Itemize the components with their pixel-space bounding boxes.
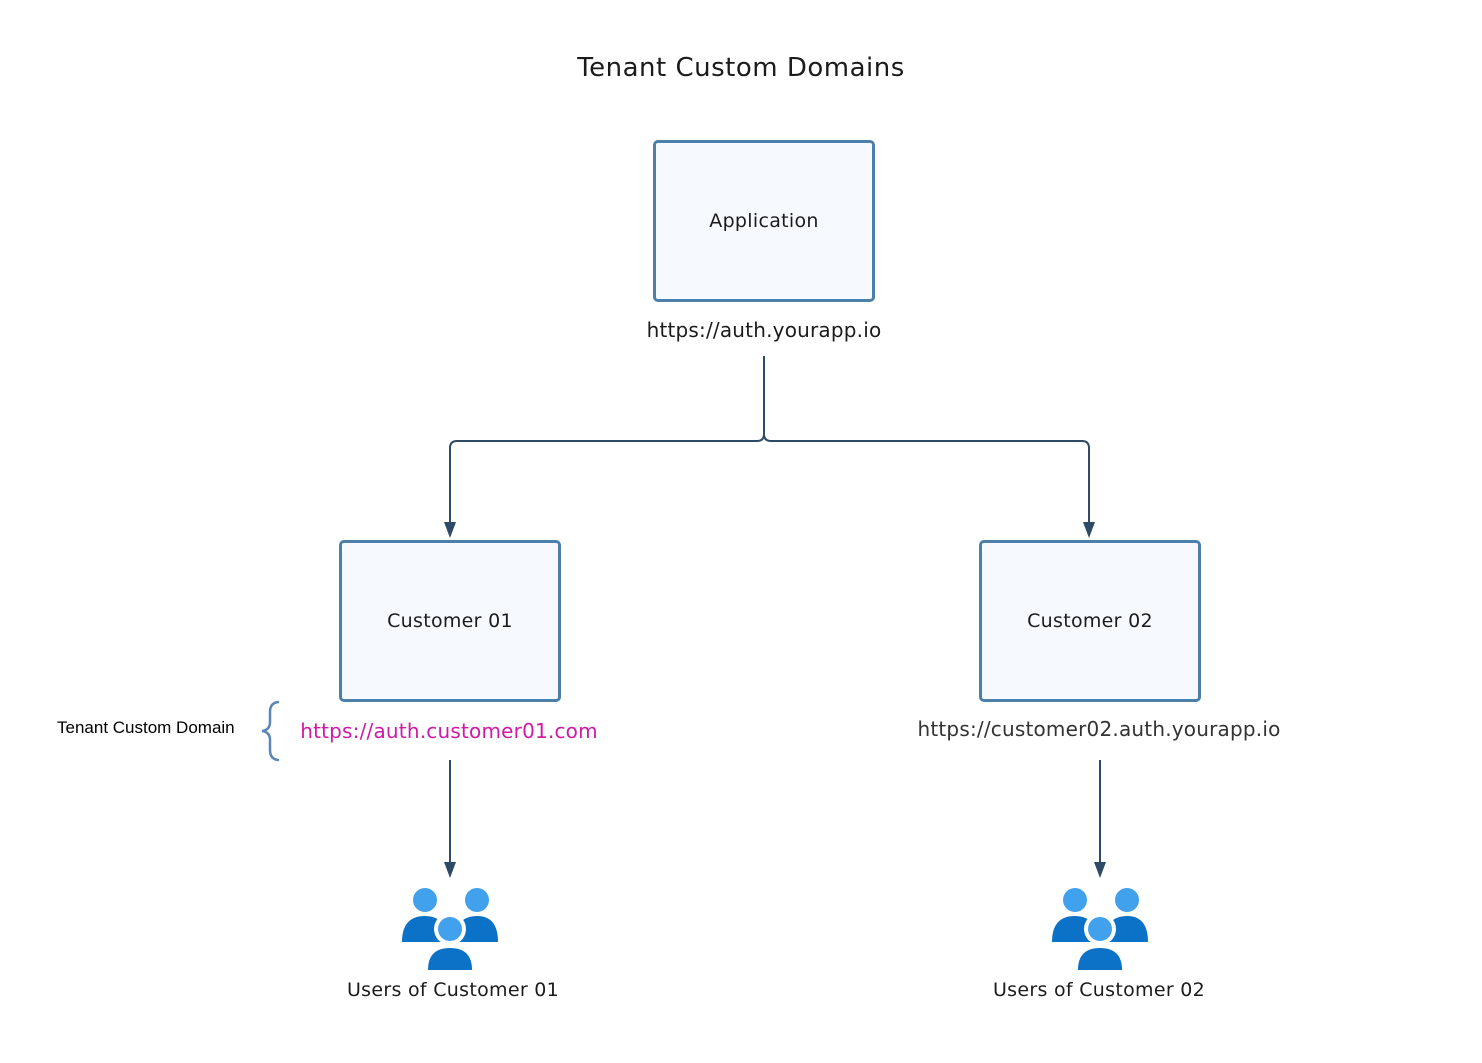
application-node[interactable]: Application [653,140,875,302]
users-customer02-label: Users of Customer 02 [992,979,1206,1001]
customer01-url: https://auth.customer01.com [300,719,598,743]
tenant-custom-domain-label: Tenant Custom Domain [57,718,235,737]
connector-application-trunk [763,356,772,442]
customer02-url: https://customer02.auth.yourapp.io [917,717,1281,741]
users-group-icon [1052,888,1148,972]
customer02-node[interactable]: Customer 02 [979,540,1201,702]
customer01-label: Customer 01 [387,610,513,632]
application-url: https://auth.yourapp.io [646,318,882,342]
arrowhead-users02 [1094,862,1106,878]
arrowhead-customer02 [1083,522,1095,538]
connector-to-customer01 [449,433,765,524]
connector-to-customer02 [771,440,1090,524]
users-group-icon [402,888,498,972]
customer01-node[interactable]: Customer 01 [339,540,561,702]
arrowhead-users01 [444,862,456,878]
brace-annotation [261,700,280,762]
customer02-label: Customer 02 [1027,610,1153,632]
diagram-title: Tenant Custom Domains [577,53,905,83]
users-customer01-label: Users of Customer 01 [346,979,560,1001]
arrowhead-customer01 [444,522,456,538]
application-label: Application [709,210,819,232]
